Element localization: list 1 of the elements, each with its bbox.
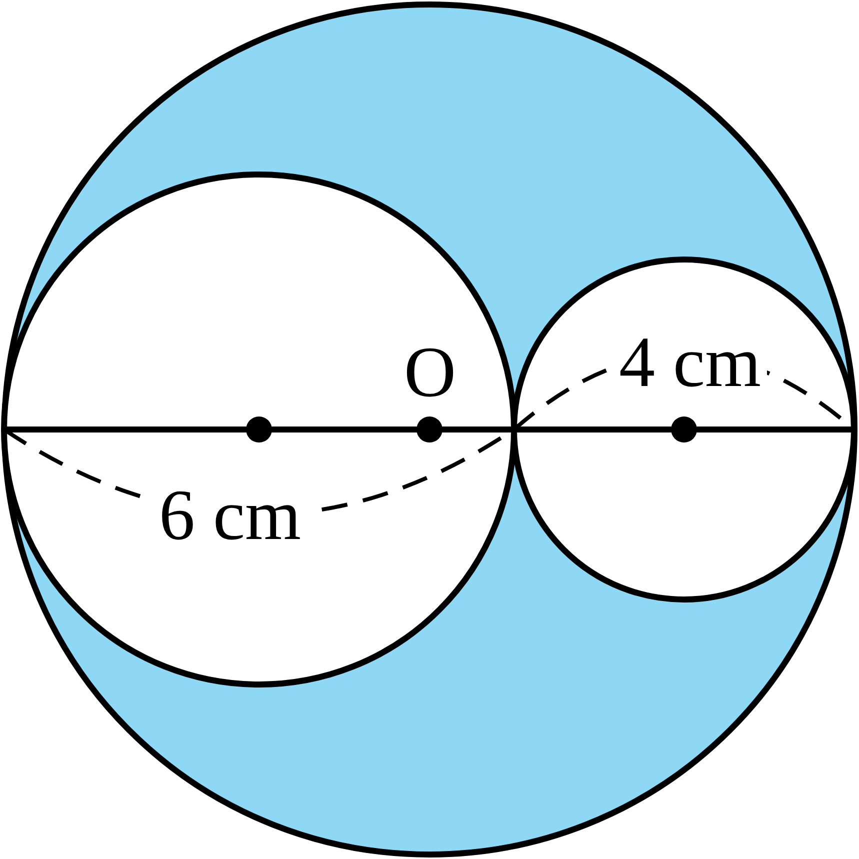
point-label: O <box>403 336 457 408</box>
